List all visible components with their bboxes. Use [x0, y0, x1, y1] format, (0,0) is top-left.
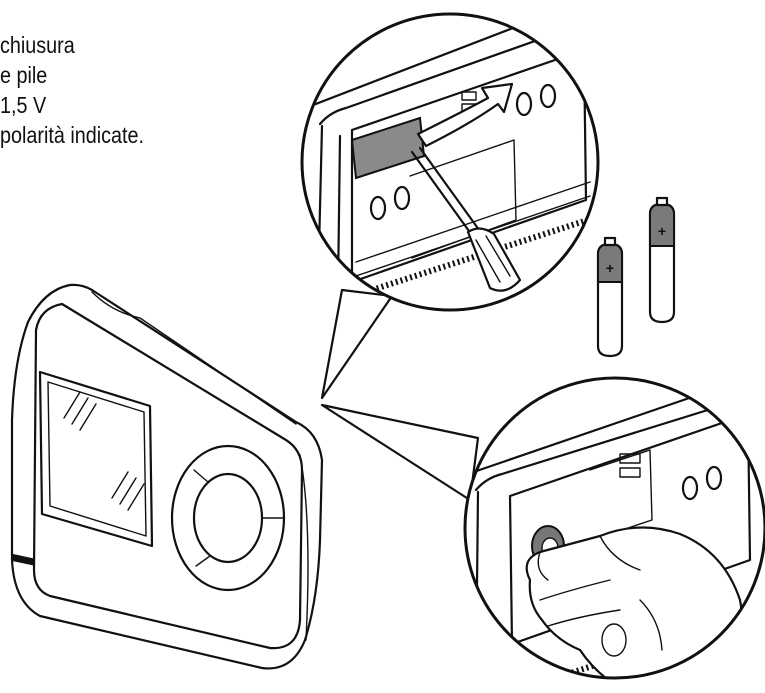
curved-arrow-icon — [416, 82, 514, 148]
display-inner — [47, 381, 147, 537]
control-ring-divider-bottom — [195, 555, 211, 567]
device-top-edge — [91, 291, 297, 425]
instruction-text: chiusura e pile 1,5 V polarità indicate. — [0, 30, 258, 150]
bottom-clip-mark-2 — [619, 467, 641, 478]
control-ring-divider-top — [193, 469, 209, 483]
bottom-housing-frame — [474, 398, 742, 492]
instruction-line-1: chiusura — [0, 32, 75, 58]
detail-circle-bottom-border — [463, 376, 765, 680]
instruction-line-3: 1,5 V — [0, 92, 47, 118]
battery-cover-tab — [350, 116, 426, 180]
callout-bottom-pointer — [320, 403, 480, 502]
battery-2: + — [648, 196, 676, 324]
screw-hole-2 — [393, 185, 411, 211]
display-glare-icon — [63, 391, 145, 511]
bottom-screw-hole-2 — [705, 465, 723, 491]
brand-logo — [11, 554, 35, 566]
detail-circle-battery-insert — [463, 376, 765, 680]
instruction-line-4: polarità indicate. — [0, 122, 145, 148]
device-side-seam — [299, 454, 309, 641]
bottom-clip-mark-1 — [619, 453, 641, 464]
detail-circle-top-border — [300, 12, 600, 312]
screwdriver-icon — [410, 146, 522, 292]
screw-hole-1 — [369, 195, 387, 221]
screw-hole-4 — [539, 83, 557, 109]
screw-hole-3 — [515, 91, 533, 117]
thermostat-device — [10, 283, 324, 670]
bottom-screw-hole-1 — [681, 475, 699, 501]
compartment-opening — [350, 48, 588, 284]
callout-top-pointer — [320, 288, 394, 400]
device-display — [38, 370, 154, 548]
device-outer-shell — [10, 283, 324, 670]
instruction-line-2: e pile — [0, 62, 48, 88]
clip-mark-1 — [461, 91, 477, 101]
detail-circle-cover-removal — [300, 12, 600, 312]
battery-1-plus-icon: + — [606, 260, 614, 276]
device-front-bevel — [32, 302, 304, 650]
battery-1: + — [596, 236, 624, 358]
bottom-compartment — [508, 412, 752, 646]
battery-2-plus-icon: + — [658, 223, 666, 239]
